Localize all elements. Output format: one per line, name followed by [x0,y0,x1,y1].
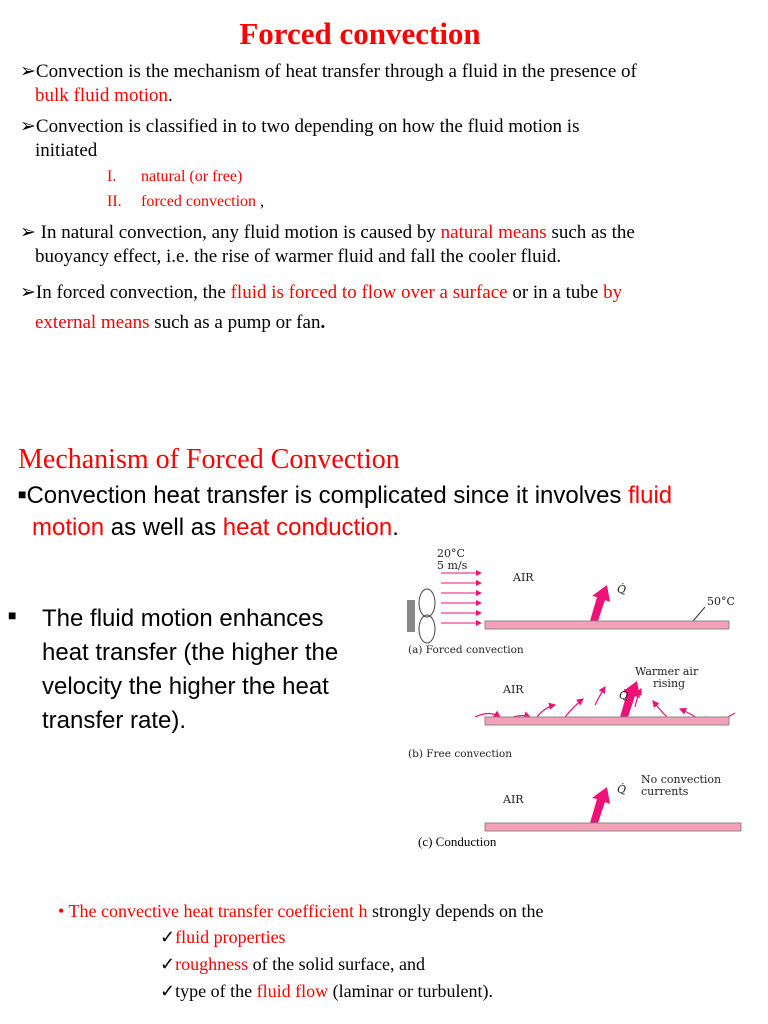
heat-flux-arrow-icon [590,787,610,823]
check-item-highlight: fluid properties [175,927,286,947]
arrow-bullet-icon: ➢ [20,282,36,303]
check-icon: ✓ [160,954,176,974]
check-item-highlight: fluid flow [256,981,329,1001]
bullet-coefficient: • The convective heat transfer coefficie… [58,898,544,924]
bullet-classification: ➢Convection is classified in to two depe… [20,115,760,163]
bullet-text-line3: velocity the higher the heat [42,673,329,700]
bullet-text-end: such as the [546,222,635,243]
fan-icon [407,588,436,644]
fig-a-temp: 20°C [437,547,465,560]
bullet-highlight: fluid [628,482,673,509]
bullet-period: . [320,312,326,333]
check-item-roughness: ✓roughness of the solid surface, and [160,951,425,977]
bullet-text-end: . [392,514,399,541]
fig-b-label1: Warmer air [635,665,699,678]
bullet-highlight-2: motion [32,514,105,541]
bullet-text-line2: initiated [35,140,98,161]
bullet-enhances: ■ The fluid motion enhances heat transfer… [8,598,388,738]
list-item-suffix: , [256,193,265,210]
bullet-highlight: bulk fluid motion [35,85,168,106]
fig-c-air: AIR [502,793,524,806]
fig-c-label2: currents [641,785,689,798]
plate-b [484,716,730,726]
bullet-text: In natural convection, any fluid motion … [35,222,441,243]
bullet-text-end: such as a pump or fan [149,312,321,333]
check-item-text: of the solid surface, and [248,954,426,974]
bullet-text: In forced convection, the [35,282,231,303]
bullet-text-line2: heat transfer (the higher the [42,639,339,666]
page-title: Forced convection [239,16,481,51]
check-item-fluid-properties: ✓fluid properties [160,924,286,950]
bullet-highlight-3: heat conduction [222,514,393,541]
bullet-highlight-2: by [603,282,623,303]
bullet-text-line4: transfer rate). [42,707,187,734]
arrow-bullet-icon: ➢ [20,222,36,243]
square-bullet-icon: ■ [18,486,27,502]
section-heading: Mechanism of Forced Convection [18,444,400,475]
fig-a-air: AIR [512,571,534,584]
heat-flux-arrow-icon [620,681,640,717]
list-item-natural: I. natural (or free) [107,167,242,187]
check-item-pre: type of the [175,981,257,1001]
bullet-highlight: The convective heat transfer coefficient… [68,901,368,921]
bullet-text: Convection is classified in to two depen… [35,116,580,137]
bullet-text-line2: buoyancy effect, i.e. the rise of warmer… [35,246,562,267]
check-icon: ✓ [160,927,176,947]
square-bullet-icon: ■ [8,607,17,623]
fig-b-q: Q̇ [619,689,628,702]
convection-figure: 20°C 5 m/s AIR Q̇ 50°C (a) Forced convec… [407,547,742,832]
arrow-bullet-icon: ➢ [20,116,36,137]
bullet-forced-convection: ➢In forced convection, the fluid is forc… [20,278,760,338]
bullet-text: Convection is the mechanism of heat tran… [35,61,637,82]
fig-a-surface-temp: 50°C [707,595,735,608]
roman-number: II. [107,193,122,210]
bullet-text-end: . [168,85,173,106]
bullet-natural-convection: ➢ In natural convection, any fluid motio… [20,221,760,269]
fig-b-air: AIR [502,683,524,696]
fig-c-label1: No convection [641,773,721,786]
fig-a-speed: 5 m/s [437,559,468,572]
bullet-text: Convection heat transfer is complicated … [26,482,629,509]
bullet-text-mid: or in a tube [507,282,604,303]
list-item-forced: II. forced convection , [107,192,264,212]
fig-c-q: Q̇ [617,783,626,796]
fig-c-caption: (c) Conduction [418,834,497,849]
fig-a-q: Q̇ [617,583,626,596]
round-bullet-icon: • [58,901,65,921]
fig-b-label2: rising [653,677,685,690]
bullet-highlight-3: external means [35,312,150,333]
plate-c [484,822,742,832]
check-item-text: (laminar or turbulent). [328,981,494,1001]
fig-b-caption: (b) Free convection [408,748,512,760]
airflow-arrows [441,570,482,626]
bullet-text: The fluid motion enhances [42,605,324,632]
bullet-text-mid: as well as [104,514,223,541]
bullet-text: strongly depends on the [367,901,544,921]
list-item-label: natural (or free) [141,168,243,185]
bullet-convection-definition: ➢Convection is the mechanism of heat tra… [20,60,760,108]
list-item-label: forced convection [141,193,257,210]
fig-a-caption: (a) Forced convection [408,644,524,656]
check-item-fluid-flow: ✓type of the fluid flow (laminar or turb… [160,978,493,1004]
bullet-highlight: fluid is forced to flow over a surface [230,282,508,303]
roman-number: I. [107,168,117,185]
check-icon: ✓ [160,981,176,1001]
heat-flux-arrow-icon [590,585,610,621]
bullet-highlight: natural means [440,222,547,243]
plate-a [484,620,730,630]
check-item-highlight: roughness [175,954,249,974]
bullet-complicated: ■Convection heat transfer is complicated… [18,478,758,544]
arrow-bullet-icon: ➢ [20,61,36,82]
